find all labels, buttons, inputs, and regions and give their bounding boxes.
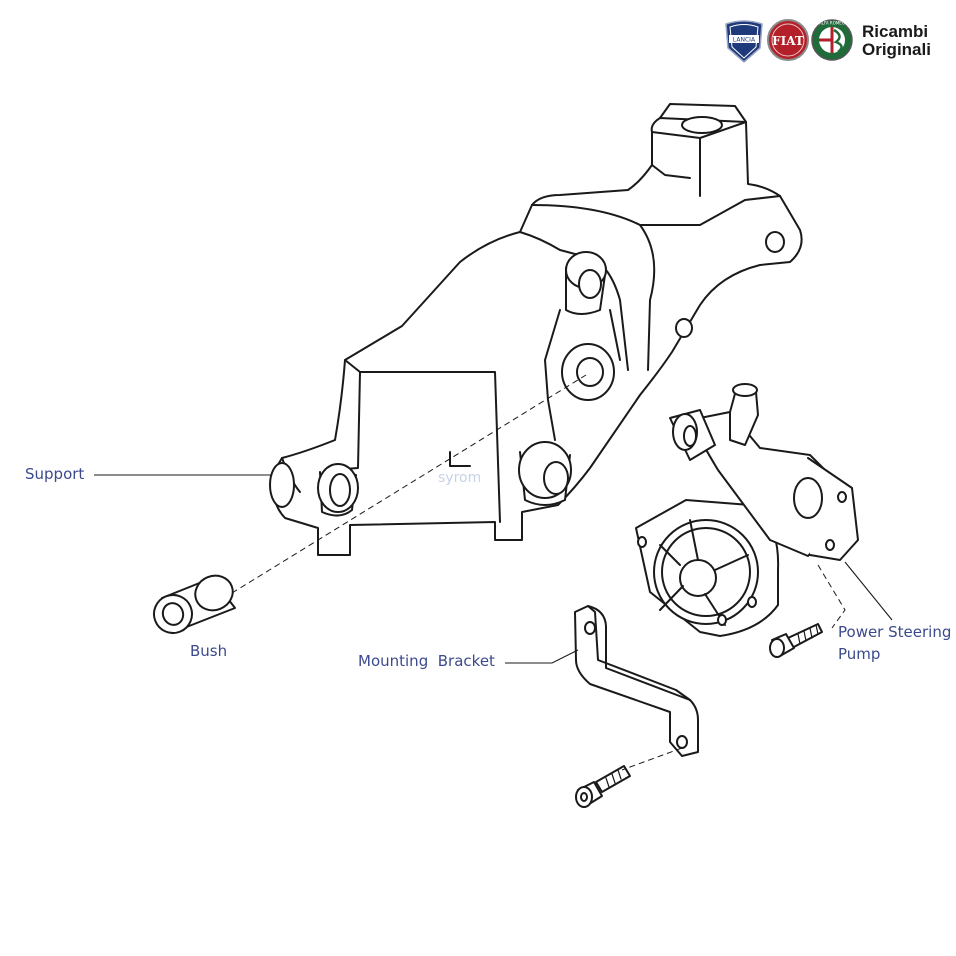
- label-power-steering-line1: Power Steering: [838, 623, 952, 641]
- brand-title-line2: Originali: [862, 40, 931, 59]
- pump-bolt: [769, 623, 823, 658]
- alfa-romeo-logo: ALFA ROMEO: [811, 19, 853, 61]
- brand-title-line1: Ricambi: [862, 22, 929, 41]
- leader-lines: [94, 474, 893, 664]
- brand-logos: LANCIA FIAT ALFA ROMEO: [725, 19, 853, 63]
- fiat-logo: FIAT: [767, 19, 809, 61]
- pump-leader: [844, 561, 893, 621]
- label-mounting-bracket-line2: Bracket: [437, 652, 495, 670]
- lancia-logo-text: LANCIA: [733, 37, 756, 44]
- support-casting: [269, 103, 803, 556]
- label-support: Support: [25, 465, 85, 483]
- bush-part: [153, 574, 236, 634]
- bracket-bolt-axis-line: [621, 747, 683, 771]
- brand-logo-row: LANCIA FIAT ALFA ROMEO Ricambi Originali: [722, 18, 931, 64]
- power-steering-pump: [635, 383, 859, 637]
- label-mounting-bracket: Mounting Bracket: [358, 652, 495, 670]
- pump-bolt-axis-line: [817, 564, 846, 629]
- mounting-bracket: [574, 605, 699, 757]
- fiat-logo-text: FIAT: [772, 34, 804, 48]
- bracket-bolt: [575, 765, 631, 808]
- alfa-romeo-logo-text: ALFA ROMEO: [819, 21, 845, 26]
- lancia-logo: LANCIA: [725, 20, 763, 63]
- label-power-steering-line2: Pump: [838, 645, 881, 663]
- bracket-leader: [505, 649, 579, 664]
- label-mounting-bracket-line1: Mounting: [358, 652, 429, 670]
- brand-title: Ricambi Originali: [862, 23, 931, 59]
- watermark: syrom: [438, 470, 481, 486]
- label-power-steering-pump: Power Steering Pump: [838, 621, 951, 665]
- label-bush: Bush: [190, 642, 228, 660]
- assembly-lines: [231, 374, 846, 771]
